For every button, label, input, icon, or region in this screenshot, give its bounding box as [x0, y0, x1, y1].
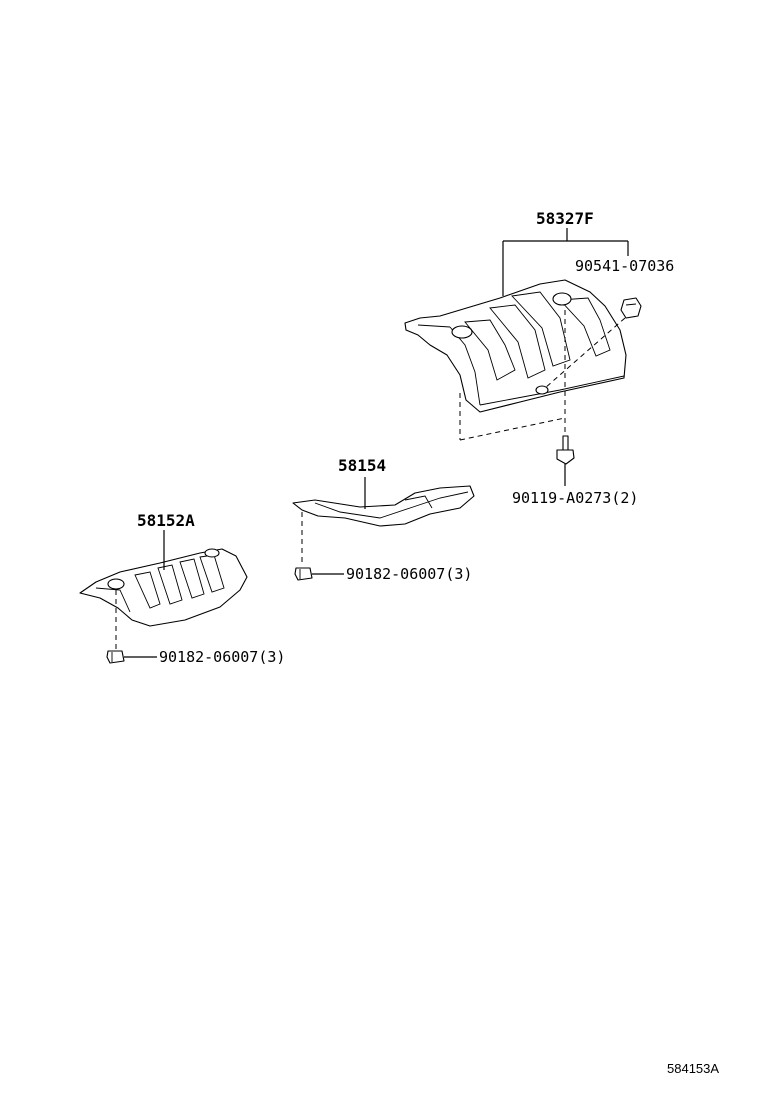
heat-insulator-58327F[interactable]: [404, 279, 627, 413]
clip-90541-07036[interactable]: [620, 297, 642, 319]
heat-insulator-58152A[interactable]: [79, 548, 248, 627]
part-number-90541-07036: 90541-07036: [575, 257, 674, 275]
part-number-90182-06007-center: 90182-06007(3): [346, 565, 472, 583]
rear-mount-dash-lines: [459, 310, 566, 441]
nut-90182-06007-front[interactable]: [106, 650, 125, 664]
part-number-58152A: 58152A: [137, 511, 195, 530]
diagram-reference: 584153A: [667, 1061, 719, 1076]
leader-58327F: [502, 228, 629, 296]
heat-insulator-58154[interactable]: [292, 485, 475, 527]
part-number-90182-06007-front: 90182-06007(3): [159, 648, 285, 666]
nut-90182-06007-center[interactable]: [294, 567, 313, 581]
part-number-58327F: 58327F: [536, 209, 594, 228]
part-number-58154: 58154: [338, 456, 386, 475]
bolt-90119-A0273[interactable]: [556, 435, 575, 465]
part-number-90119-A0273: 90119-A0273(2): [512, 489, 638, 507]
